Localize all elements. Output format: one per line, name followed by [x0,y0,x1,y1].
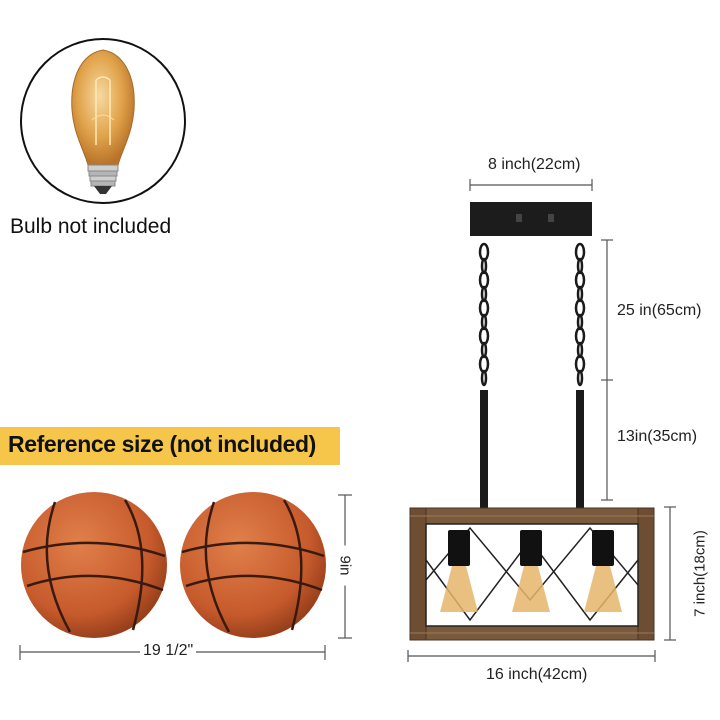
bulb-caption: Bulb not included [10,215,172,238]
bulb-illustration [20,38,186,204]
chains [478,242,586,387]
basketball-right [180,492,326,638]
canopy [470,202,592,236]
bulb-icon [71,49,135,194]
chain-length-label: 25 in(65cm) [617,302,702,319]
rod-left [480,390,488,508]
basketball-left [21,492,167,638]
rod-right [576,390,584,508]
basketballs-illustration [21,492,326,638]
cage [409,507,655,641]
cage-width-label: 16 inch(42cm) [486,666,588,683]
reference-banner-text: Reference size (not included) [8,431,316,457]
reference-banner [0,427,340,465]
canopy-width-label: 8 inch(22cm) [488,156,581,173]
rod-length-label: 13in(35cm) [617,428,698,445]
balls-width-label: 19 1/2" [140,642,197,660]
cage-height-label: 7 inch(18cm) [691,530,709,617]
